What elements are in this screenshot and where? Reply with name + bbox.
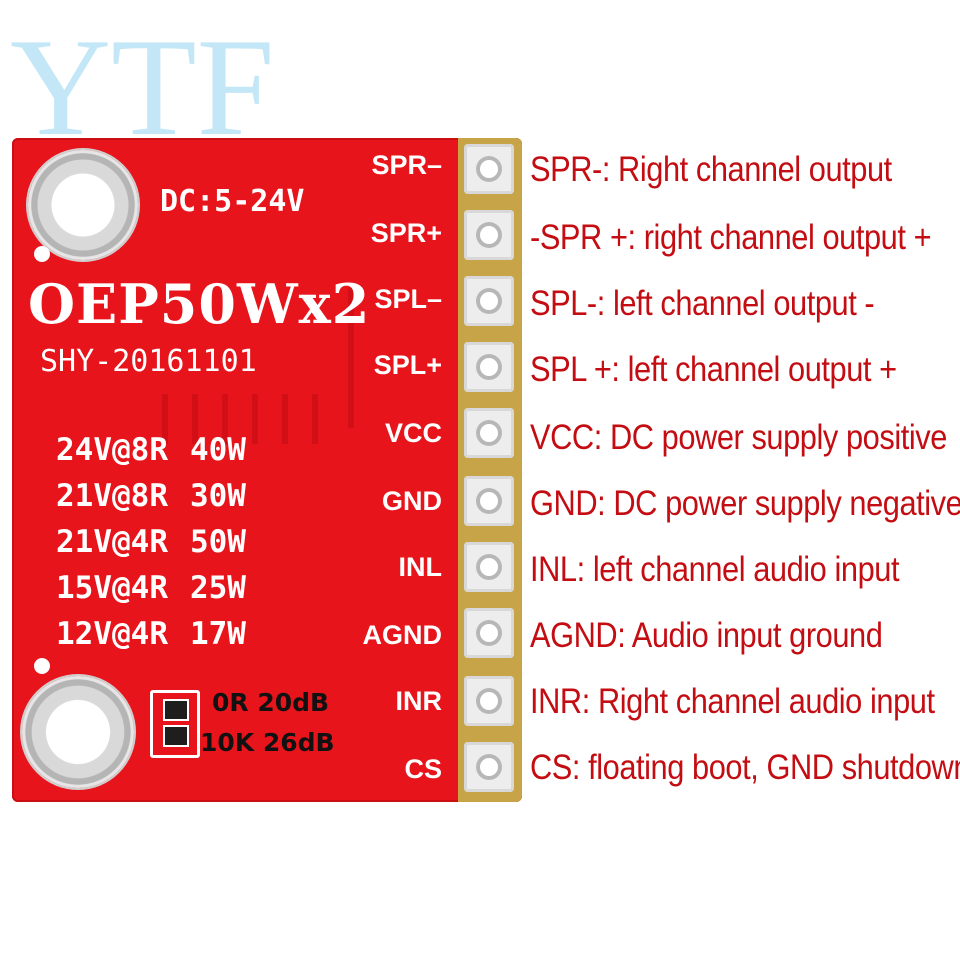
marker-dot — [34, 658, 50, 674]
spec-power: 25W — [189, 570, 246, 606]
spec-power: 50W — [189, 524, 246, 560]
pin-label-agnd: AGND — [362, 620, 443, 650]
spec-condition: 15V@4R — [56, 570, 168, 606]
pin-label-spr-minus: SPR– — [371, 150, 442, 180]
spec-condition: 12V@4R — [56, 616, 168, 652]
solder-pad — [464, 144, 514, 194]
spec-power: 30W — [189, 478, 246, 514]
board-trace — [312, 394, 318, 444]
spec-condition: 21V@4R — [56, 524, 168, 560]
spec-power: 17W — [189, 616, 246, 652]
revision-code: SHY-20161101 — [40, 344, 257, 379]
pin-description: GND: DC power supply negative — [530, 484, 960, 523]
pin-description: VCC: DC power supply positive — [530, 418, 947, 457]
solder-pad — [464, 276, 514, 326]
jumper-pad — [163, 725, 189, 747]
solder-pad — [464, 542, 514, 592]
pin-label-vcc: VCC — [384, 418, 442, 448]
board-trace — [162, 394, 168, 444]
pin-description: INR: Right channel audio input — [530, 682, 935, 721]
pin-label-cs: CS — [404, 754, 442, 784]
solder-pad — [464, 608, 514, 658]
pin-label-spr-plus: SPR+ — [370, 218, 442, 248]
amplifier-board: DC:5-24V OEP50Wx2 SHY-20161101 24V@8R 40… — [12, 138, 522, 802]
gain-jumper — [150, 690, 200, 758]
spec-condition: 24V@8R — [56, 432, 168, 468]
solder-pad — [464, 476, 514, 526]
dc-rating: DC:5-24V — [160, 184, 305, 219]
pin-description: SPR-: Right channel output — [530, 150, 892, 189]
mounting-hole-bottom — [22, 676, 134, 788]
pin-description: CS: floating boot, GND shutdown — [530, 748, 960, 787]
gain-option: 0R 20dB — [212, 688, 330, 717]
model-name: OEP50Wx2 — [28, 272, 371, 336]
board-trace — [252, 394, 258, 444]
pin-label-gnd: GND — [382, 486, 442, 516]
board-trace — [282, 394, 288, 444]
pin-label-inr: INR — [395, 686, 443, 716]
jumper-pad — [163, 699, 189, 721]
pin-label-inl: INL — [398, 552, 443, 582]
gain-option: 10K 26dB — [200, 728, 335, 757]
marker-dot — [34, 246, 50, 262]
board-trace — [192, 394, 198, 444]
spec-row: 24V@8R 40W — [56, 432, 316, 468]
solder-pad — [464, 676, 514, 726]
board-trace — [222, 394, 228, 444]
spec-condition: 21V@8R — [56, 478, 168, 514]
mounting-hole-top — [28, 150, 138, 260]
solder-pad — [464, 342, 514, 392]
board-trace — [348, 288, 354, 428]
solder-pad — [464, 408, 514, 458]
pin-label-spl-minus: SPL– — [374, 284, 442, 314]
solder-pad — [464, 742, 514, 792]
pin-description: AGND: Audio input ground — [530, 616, 883, 655]
spec-row: 21V@8R 30W — [56, 478, 316, 514]
pin-description: SPL +: left channel output + — [530, 350, 897, 389]
ytf-watermark: YTF — [10, 10, 275, 165]
pin-label-spl-plus: SPL+ — [373, 350, 442, 380]
solder-pad — [464, 210, 514, 260]
pin-description: -SPR +: right channel output + — [530, 218, 932, 257]
spec-row: 12V@4R 17W — [56, 616, 316, 652]
pin-description: SPL-: left channel output - — [530, 284, 875, 323]
pin-description: INL: left channel audio input — [530, 550, 900, 589]
spec-power: 40W — [189, 432, 246, 468]
spec-row: 15V@4R 25W — [56, 570, 316, 606]
spec-row: 21V@4R 50W — [56, 524, 316, 560]
